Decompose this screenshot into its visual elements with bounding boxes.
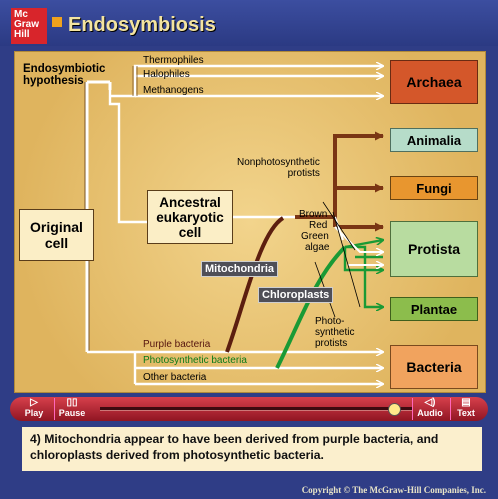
bacteria-branches [87, 352, 383, 384]
pause-button[interactable]: ▯▯ Pause [54, 398, 89, 420]
text-document-icon: ▤ [461, 397, 471, 408]
original-cell-line1: Original [30, 219, 83, 235]
play-button[interactable]: ▷ Play [22, 398, 46, 420]
pause-label: Pause [58, 408, 86, 418]
progress-track[interactable] [100, 407, 412, 411]
algae-line2: Red [309, 220, 328, 231]
ancestral-eukaryotic-cell-box: Ancestral eukaryotic cell [147, 190, 233, 244]
diagram-panel: Endosymbiotic hypothesis Thermophiles Ha… [14, 51, 486, 393]
play-label: Play [24, 408, 44, 418]
chloroplasts-tag: Chloroplasts [258, 287, 334, 303]
page-title: Endosymbiosis [68, 14, 216, 36]
ancestral-line3: cell [178, 224, 202, 240]
purple-bacteria-label: Purple bacteria [143, 339, 211, 350]
kingdom-plantae: Plantae [390, 297, 478, 321]
thermophiles-label: Thermophiles [143, 55, 204, 66]
eukaryote-tree [295, 131, 384, 232]
mitochondria-line [225, 216, 285, 353]
progress-slider-handle[interactable] [388, 403, 401, 416]
eukaryote-branch [108, 96, 295, 224]
narration-caption: 4) Mitochondria appear to have been deri… [22, 427, 482, 471]
photo-line2: synthetic [315, 327, 355, 338]
other-bacteria-label: Other bacteria [143, 372, 207, 383]
ancestral-line1: Ancestral [159, 194, 221, 210]
chloroplast-line [275, 245, 347, 369]
kingdom-fungi: Fungi [390, 176, 478, 200]
halophiles-label: Halophiles [143, 69, 190, 80]
header-bar: Mc Graw Hill Endosymbiosis [0, 0, 498, 46]
algae-line3: Green [301, 231, 329, 242]
logo-line-3: Hill [14, 29, 30, 40]
kingdom-animalia: Animalia [390, 128, 478, 152]
speaker-icon: ◁) [424, 397, 436, 408]
algae-line4: algae [305, 242, 330, 253]
hypothesis-label-line1: Endosymbiotic [23, 63, 106, 75]
kingdom-protista: Protista [390, 221, 478, 277]
copyright-notice: Copyright © The McGraw-Hill Companies, I… [301, 485, 486, 495]
text-button[interactable]: ▤ Text [450, 398, 481, 420]
play-icon: ▷ [30, 397, 38, 408]
title-bullet-icon [52, 17, 62, 27]
photosynthetic-protists-label: Photo- synthetic protists [315, 316, 354, 349]
original-cell-box: Original cell [19, 209, 94, 261]
pause-icon: ▯▯ [66, 397, 78, 408]
algae-line1: Brown [299, 209, 328, 220]
nonphotosynthetic-protists-label: Nonphotosynthetic protists [237, 157, 320, 179]
hypothesis-label: Endosymbiotic hypothesis [23, 63, 105, 87]
text-label: Text [457, 408, 475, 418]
original-cell-line2: cell [44, 235, 69, 251]
archaea-branches [108, 66, 383, 96]
photosynthetic-bacteria-label: Photosynthetic bacteria [143, 355, 247, 366]
mcgraw-hill-logo: Mc Graw Hill [11, 8, 47, 44]
photo-line3: protists [315, 338, 348, 349]
ancestral-line2: eukaryotic [156, 209, 224, 225]
nonphoto-line1: Nonphotosynthetic [237, 157, 320, 168]
hypothesis-label-line2: hypothesis [23, 75, 84, 87]
kingdom-bacteria: Bacteria [390, 345, 478, 389]
algae-label: Brown Red Green algae [299, 209, 329, 253]
logo-line-2: Graw [14, 19, 40, 30]
logo-line-1: Mc [14, 9, 28, 20]
photo-line1: Photo- [315, 316, 345, 327]
playback-controls: ▷ Play ▯▯ Pause ◁) Audio ▤ Text [10, 397, 488, 421]
mitochondria-tag: Mitochondria [201, 261, 279, 277]
audio-button[interactable]: ◁) Audio [412, 398, 447, 420]
kingdom-archaea: Archaea [390, 60, 478, 104]
nonphoto-line2: protists [287, 168, 320, 179]
methanogens-label: Methanogens [143, 85, 204, 96]
audio-label: Audio [417, 408, 443, 418]
phylogeny-diagram [84, 52, 485, 392]
